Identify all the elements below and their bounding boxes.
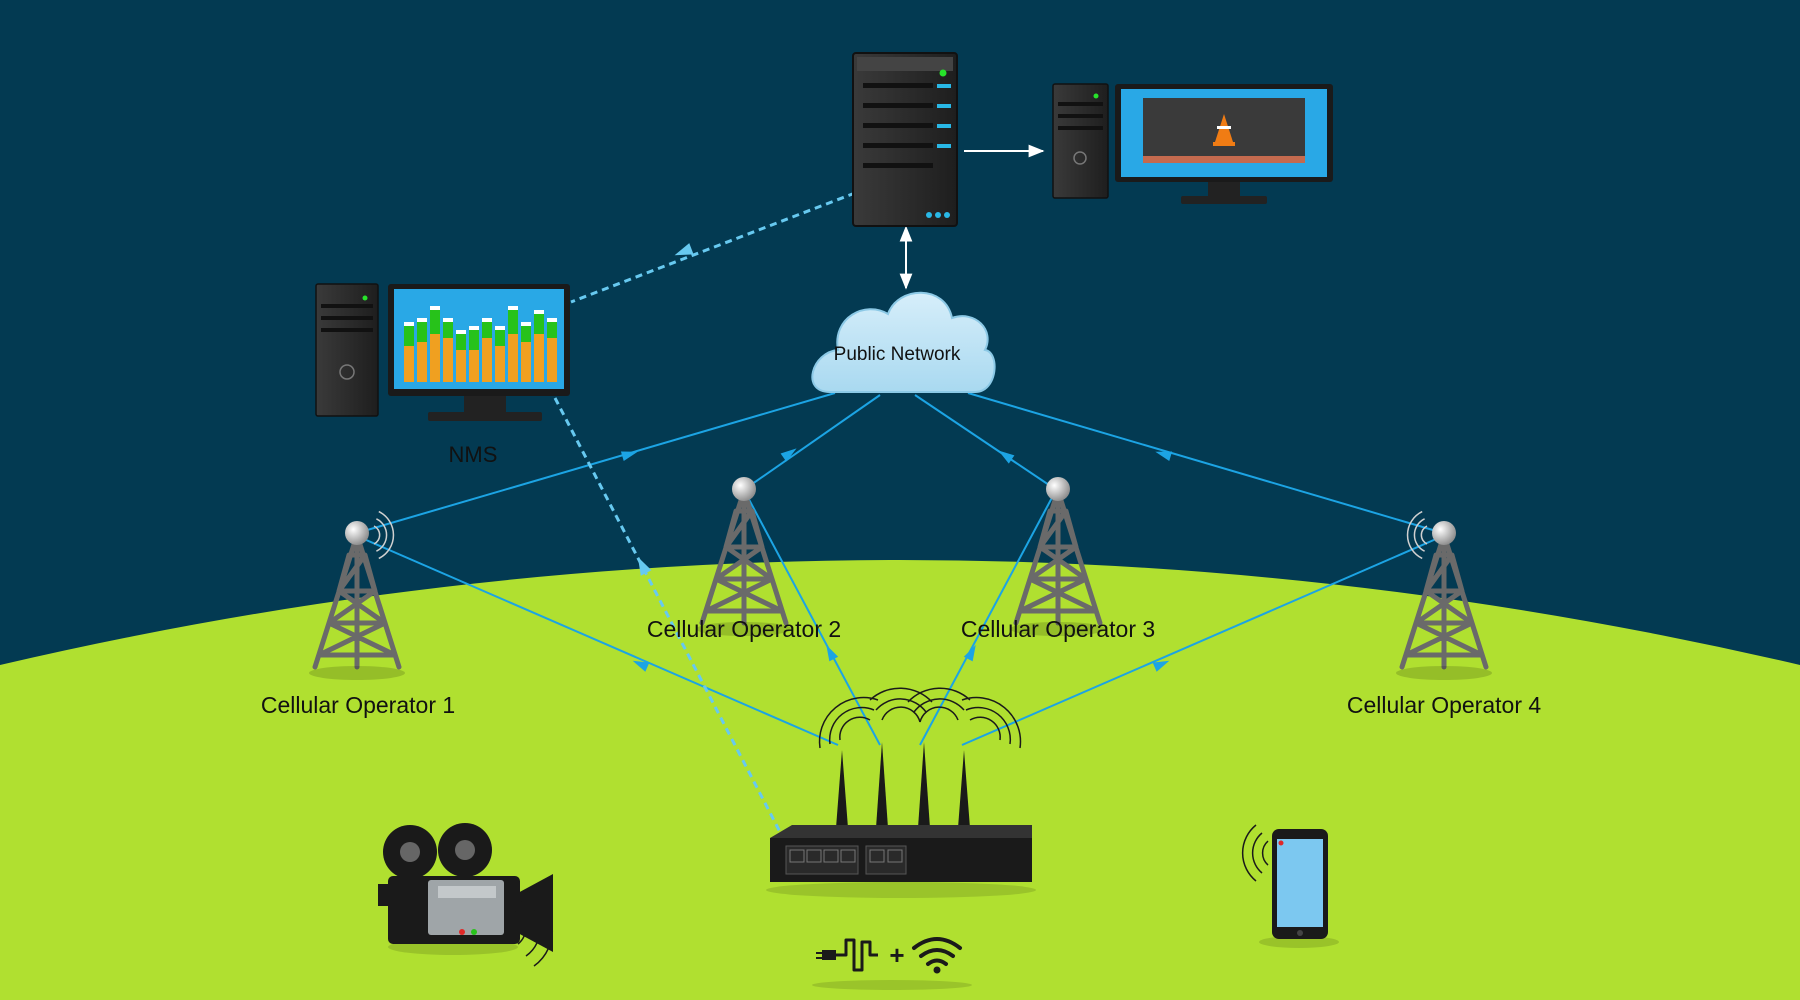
nms-bar-cap [495, 326, 505, 330]
nms-bar-green [404, 326, 414, 346]
nms-bar-orange [547, 338, 557, 382]
power-plug-plus-wifi-icon: + [812, 937, 972, 990]
tower-3-icon [1010, 477, 1106, 636]
nms-bar-green [508, 310, 518, 334]
nms-bar-green [482, 322, 492, 338]
arrow-head [620, 451, 638, 462]
nms-bar-cap [534, 310, 544, 314]
nms-bar-cap [443, 318, 453, 322]
tower-4-label: Cellular Operator 4 [1347, 692, 1542, 718]
desktop-video-player-icon [1052, 83, 1333, 204]
nms-bar-orange [404, 346, 414, 382]
nms-bar-orange [534, 334, 544, 382]
nms-bar-orange [430, 334, 440, 382]
nms-bar-cap [417, 318, 427, 322]
cellular-router-icon [766, 687, 1036, 898]
nms-bar-cap [547, 318, 557, 322]
tower-signal-waves [1406, 510, 1428, 560]
tower-3-label: Cellular Operator 3 [961, 616, 1155, 642]
nms-bar-orange [469, 350, 479, 382]
server-tower-icon [852, 52, 958, 227]
arrow-head [1155, 451, 1173, 462]
public-network-cloud: Public Network [811, 291, 996, 393]
ground [0, 560, 1800, 1000]
nms-bar-green [547, 322, 557, 338]
nms-label: NMS [449, 442, 498, 467]
nms-bar-orange [456, 350, 466, 382]
nms-bar-green [417, 322, 427, 342]
arrow-head [674, 243, 694, 256]
nms-bar-orange [482, 338, 492, 382]
nms-bar-green [443, 322, 453, 338]
video-camera-icon [378, 823, 554, 967]
nms-bar-orange [508, 334, 518, 382]
link-cloud-tower-3 [914, 394, 1056, 490]
tower-2-icon [696, 477, 792, 636]
nms-bar-cap [456, 330, 466, 334]
link-router-tower-1 [356, 535, 839, 746]
arrow-head [963, 644, 976, 662]
cloud-shape [811, 291, 996, 393]
dashed-link-server-nms [570, 191, 856, 304]
arrow-head [632, 660, 650, 672]
router-signal-arcs [818, 687, 1022, 749]
nms-bar-cap [521, 322, 531, 326]
nms-bar-cap [430, 306, 440, 310]
link-cloud-tower-4 [967, 392, 1444, 534]
dashed-link-nms-router [553, 397, 782, 833]
tower-signal-waves [373, 510, 395, 560]
nms-bar-orange [443, 338, 453, 382]
nms-bar-orange [495, 346, 505, 382]
link-cloud-tower-1 [356, 392, 836, 534]
nms-bar-green [534, 314, 544, 334]
nms-bar-green [495, 330, 505, 346]
nms-bar-green [456, 334, 466, 350]
nms-bar-orange [521, 342, 531, 382]
nms-bar-cap [404, 322, 414, 326]
links [356, 144, 1444, 833]
wifi-icon [912, 937, 962, 966]
arrow-head [826, 644, 839, 662]
nms-bar-green [430, 310, 440, 334]
plus-sign: + [889, 940, 904, 970]
tower-4-icon [1396, 510, 1492, 680]
tower-2-label: Cellular Operator 2 [647, 616, 841, 642]
link-router-tower-4 [961, 535, 1444, 746]
nms-bar-cap [508, 306, 518, 310]
arrow-head [637, 557, 652, 576]
nms-bar-chart [404, 306, 557, 382]
link-cloud-tower-2 [744, 394, 881, 490]
arrow-head [1152, 660, 1170, 672]
nms-bar-green [469, 330, 479, 350]
nms-bar-green [521, 326, 531, 342]
arrow-head [780, 448, 797, 462]
nms-bar-cap [482, 318, 492, 322]
nms-bar-cap [469, 326, 479, 330]
nms-bar-orange [417, 342, 427, 382]
desktop-monitoring-icon [315, 283, 570, 421]
smartphone-icon [1241, 824, 1339, 948]
arrow-head [998, 450, 1015, 464]
link-router-tower-2 [744, 491, 881, 746]
tower-1-label: Cellular Operator 1 [261, 692, 455, 718]
tower-1-icon [309, 510, 405, 680]
cloud-label: Public Network [834, 344, 961, 365]
towers [309, 477, 1492, 680]
link-router-tower-3 [919, 491, 1056, 746]
